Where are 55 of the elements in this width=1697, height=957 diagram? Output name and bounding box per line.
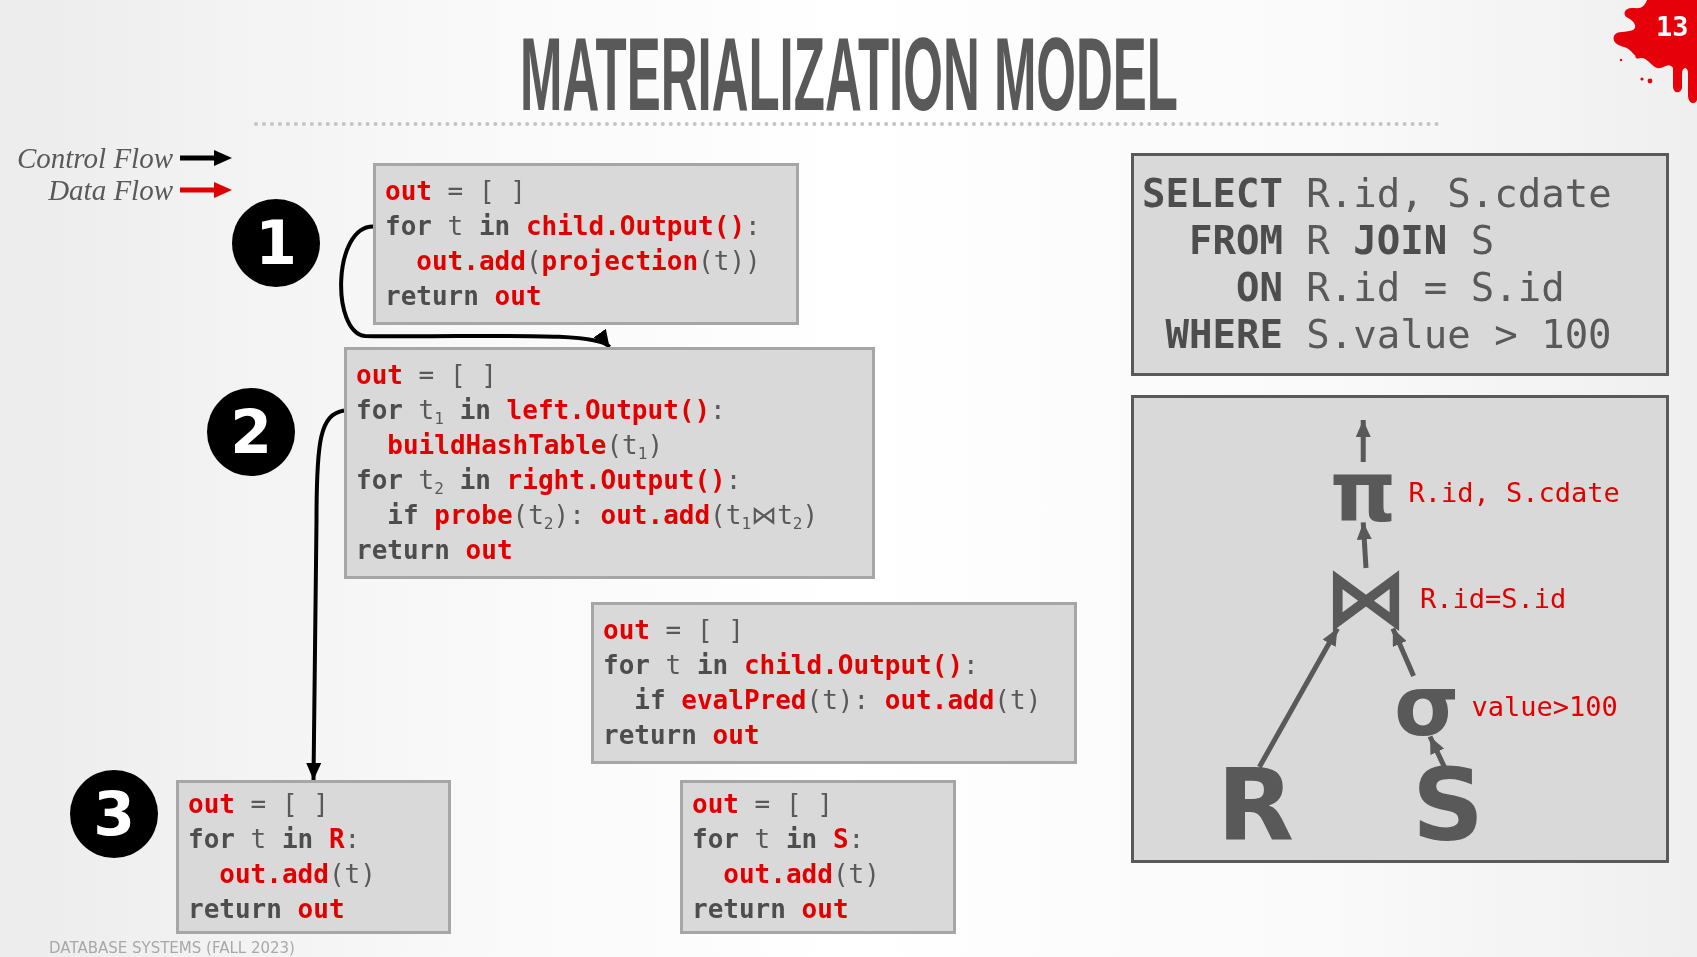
code-line: out = [ ] [356,359,497,392]
code-box [344,347,875,579]
code-box [680,780,956,934]
code-line: out.add(t) [723,858,880,891]
step-number: 2 [207,388,295,476]
code-line: for t in R: [188,823,361,856]
code-line: out = [ ] [385,175,526,208]
code-line: out = [ ] [603,614,744,647]
plan-panel [1131,395,1669,863]
relation-name: R [1217,767,1294,845]
code-line: return out [603,719,760,752]
code-line: return out [356,534,513,567]
query-box [1131,153,1669,376]
code-line: return out [692,893,849,926]
query-line: WHERE S.value > 100 [1165,311,1612,358]
code-box [373,163,799,325]
operator-label: value>100 [1471,692,1618,720]
legend-label: Data Flow [48,175,173,205]
code-box [176,780,451,934]
code-line: for t$_{2}$ in right.Output(): [356,464,742,498]
code-line: for t in child.Output(): [385,210,761,243]
code-line: for t in child.Output(): [603,649,979,682]
code-line: return out [385,280,542,313]
code-line: buildHashTable(t$_{1}$) [387,429,664,463]
arrow [1257,627,1340,769]
query-line: FROM R JOIN S [1188,217,1495,264]
operator-symbol: π [1330,462,1397,523]
code-line: out = [ ] [188,788,329,821]
slide-title: MATERIALIZATION MODEL [520,28,1178,122]
operator-label: R.id=S.id [1420,584,1567,612]
legend-label: Control Flow [16,143,173,173]
code-line: if probe(t$_{2}$): out.add(t$_{1}$⋈t$_{2}$) [387,499,819,533]
footer-text: DATABASE SYSTEMS (FALL 2023) [49,940,295,957]
query-line: SELECT R.id, S.cdate [1142,170,1612,217]
code-line: out = [ ] [692,788,833,821]
step-number: 3 [70,770,158,858]
code-line: if evalPred(t): out.add(t) [634,684,1042,717]
relation-name: S [1412,767,1485,845]
code-line: for t$_{1}$ in left.Output(): [356,394,726,428]
operator-label: R.id, S.cdate [1408,478,1620,506]
arrow [1356,522,1372,569]
control-flow-arrow [306,408,345,781]
operator-symbol: σ [1394,676,1460,737]
code-box [591,602,1077,764]
arrow [1390,627,1416,677]
code-line: return out [188,893,345,926]
code-line: out.add(t) [219,858,376,891]
control-flow-arrow [339,224,611,349]
step-number: 1 [232,199,320,287]
page-number: 13 [1656,12,1689,42]
arrow [1355,420,1371,462]
code-line: for t in S: [692,823,865,856]
operator-symbol: ⋈ [1324,568,1408,629]
query-line: ON R.id = S.id [1235,264,1565,311]
code-line: out.add(projection(t)) [416,245,761,278]
